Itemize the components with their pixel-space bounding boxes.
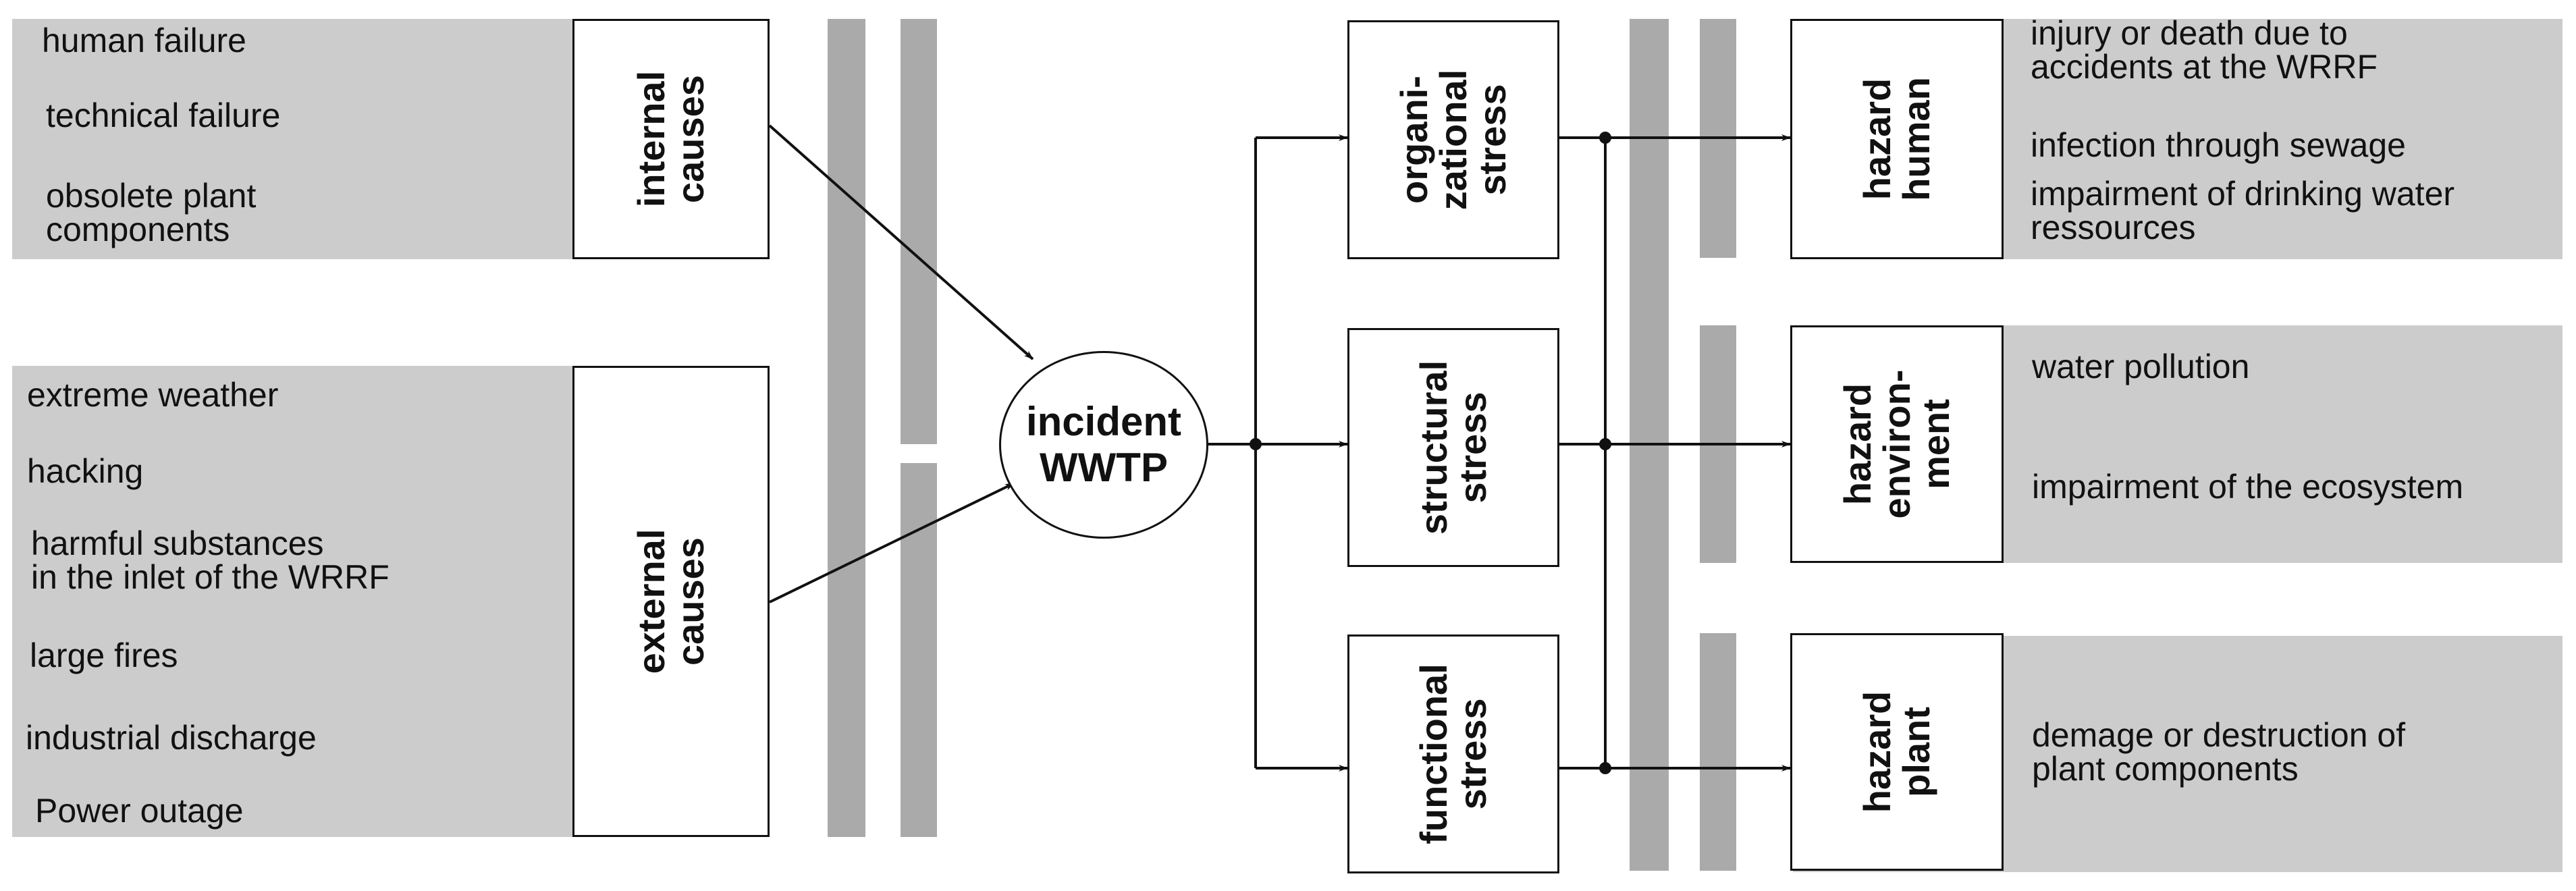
hazard-item-drinking-water: impairment of drinking water ressources	[2031, 175, 2455, 246]
stress-line: stress	[1451, 392, 1494, 504]
cause-item-large-fires: large fires	[30, 637, 178, 674]
hazard-line: environ-	[1875, 369, 1918, 519]
cause-item-extreme-weather: extreme weather	[27, 376, 279, 414]
hazard-line: plant	[1895, 707, 1937, 797]
cause-item-technical-failure: technical failure	[46, 97, 281, 134]
hazard-line: hazard	[1856, 691, 1898, 813]
cause-item-industrial-discharge: industrial discharge	[26, 719, 317, 757]
separator-bar	[828, 19, 865, 837]
hazard-item-water-pollution: water pollution	[2032, 348, 2250, 385]
stress-line: stress	[1451, 698, 1494, 810]
hazard-item-plant-components: demage or destruction of plant component…	[2032, 716, 2406, 788]
separator-bar	[1700, 633, 1736, 871]
stress-line: structural	[1412, 360, 1455, 535]
incident-wwtp-node: incident WWTP	[999, 351, 1208, 539]
hazard-box-human: hazard human	[1790, 19, 2004, 259]
cause-item-power-outage: Power outage	[35, 792, 244, 830]
stress-box-functional: functional stress	[1347, 634, 1559, 873]
hazard-item-infection: infection through sewage	[2031, 126, 2406, 164]
hazard-item-injury-or-death: injury or death due to accidents at the …	[2031, 14, 2378, 86]
external-causes-panel	[12, 366, 576, 837]
separator-bar	[901, 463, 937, 837]
cause-item-hacking: hacking	[27, 452, 144, 490]
stress-line: stress	[1471, 84, 1513, 196]
hazard-line: hazard	[1856, 78, 1898, 200]
hazard-line: hazard	[1836, 383, 1879, 506]
stress-box-structural: structural stress	[1347, 328, 1559, 567]
hazard-line: ment	[1914, 399, 1957, 489]
external-causes-box: external causes	[572, 366, 770, 837]
internal-causes-panel	[12, 19, 576, 259]
incident-line2: WWTP	[1040, 445, 1168, 490]
incident-line1: incident	[1025, 399, 1181, 444]
cause-item-human-failure: human failure	[42, 22, 246, 59]
stress-box-organizational: organi- zational stress	[1347, 20, 1559, 259]
internal-causes-box: internal causes	[572, 19, 770, 259]
hazard-box-plant: hazard plant	[1790, 633, 2004, 871]
cause-item-harmful-substances: harmful substances in the inlet of the W…	[31, 524, 390, 596]
hazard-item-ecosystem: impairment of the ecosystem	[2032, 468, 2464, 506]
stress-line: zational	[1432, 69, 1474, 211]
hazard-line: human	[1895, 77, 1937, 201]
separator-bar	[901, 19, 937, 444]
cause-item-obsolete-plant-components: obsolete plant components	[46, 177, 257, 248]
stress-line: functional	[1412, 664, 1455, 844]
hazard-box-environment: hazard environ- ment	[1790, 325, 2004, 563]
stress-line: organi-	[1393, 76, 1435, 204]
